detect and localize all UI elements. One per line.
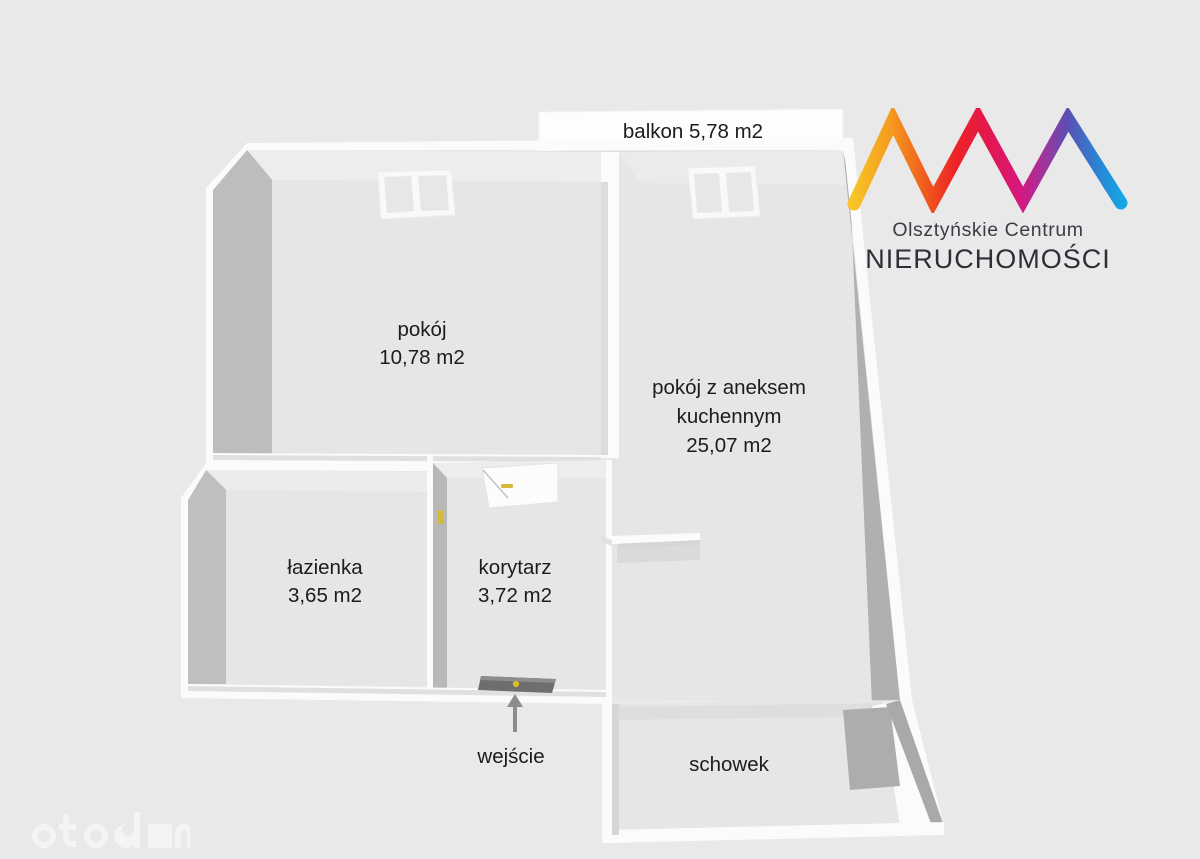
window-aneks-pane-right [726, 172, 754, 212]
interior-door-swing [482, 469, 509, 499]
aneks-inner-step-top [612, 536, 700, 544]
korytarz-room [427, 455, 612, 690]
pokoj-z-aneksem-room [606, 138, 912, 706]
schowek-left-wall-shadow [612, 704, 619, 835]
lazienka-label-name: łazienka [287, 556, 363, 579]
aneks-label-line2: kuchennym [677, 405, 782, 428]
aneks-floor [606, 150, 900, 700]
lazienka-room [181, 463, 427, 686]
wejscie-label: wejście [476, 745, 544, 768]
wall-korytarz-aneks-notch [601, 536, 612, 546]
korytarz-floor [433, 460, 612, 690]
entrance-door-handle-icon [512, 680, 520, 688]
wall-horizontal-mid [206, 453, 601, 472]
entrance-arrow-shape [507, 694, 523, 732]
schowek-back-wall-face [612, 703, 900, 720]
lazienka-left-wall-inner [188, 470, 226, 684]
pokoj-room [206, 138, 843, 455]
top-outer-wall [247, 138, 843, 150]
wall-korytarz-aneks [601, 460, 612, 700]
schowek-right-outer-side [886, 700, 944, 826]
aneks-right-wall-side [843, 150, 900, 706]
aneks-label-line1: pokój z aneksem [652, 376, 806, 399]
balkon-label: balkon 5,78 m2 [623, 120, 763, 143]
interior-door-leaf [481, 462, 559, 509]
lazienka-floor [188, 470, 427, 686]
korytarz-label-area: 3,72 m2 [478, 584, 552, 607]
aneks-label-area: 25,07 m2 [686, 434, 771, 457]
window-aneks-pane-left [694, 173, 722, 213]
window-pokoj-pane-right [418, 175, 449, 211]
lazienka-label-area: 3,65 m2 [288, 584, 362, 607]
entrance-arrow-icon [507, 694, 523, 732]
otodom-watermark-logo [32, 812, 190, 848]
pokoj-left-wall-inner [213, 150, 272, 455]
mid-wall-shadow [213, 455, 601, 462]
entrance-door [478, 676, 556, 693]
wall-divider-vertical [601, 152, 619, 458]
otodom-glyphs [32, 812, 190, 848]
schowek-label-name: schowek [689, 753, 770, 776]
korytarz-label-name: korytarz [479, 556, 552, 579]
window-pokoj [377, 169, 456, 220]
pokoj-back-wall-face [247, 150, 601, 182]
lazienka-back-wall-face [206, 470, 427, 492]
pokoj-label-area: 10,78 m2 [379, 346, 464, 369]
aneks-right-outer-wall [843, 138, 912, 700]
schowek-room [602, 700, 944, 843]
corner-accents [612, 536, 700, 548]
schowek-right-wall-side [843, 707, 900, 790]
window-pokoj-pane-left [384, 176, 414, 213]
window-aneks [687, 165, 761, 220]
interior-door-handle-icon [501, 484, 513, 488]
lazienka-outer-wall-left [181, 463, 206, 684]
pokoj-label-name: pokój [397, 318, 446, 341]
entrance-door-top-edge [480, 676, 556, 683]
korytarz-left-wall-side [433, 463, 447, 690]
pokoj-floor [213, 150, 601, 455]
divider-wall-shadow [601, 182, 608, 455]
wall-lazienka-korytarz [427, 455, 433, 690]
schowek-left-wall [602, 700, 612, 843]
door-jamb-handle-icon [438, 510, 443, 524]
schowek-bottom-wall [608, 822, 944, 843]
wall-korytarz-aneks-top [606, 460, 612, 700]
bottom-wall-shadow [188, 686, 606, 697]
pokoj-outer-wall-left [206, 143, 247, 453]
